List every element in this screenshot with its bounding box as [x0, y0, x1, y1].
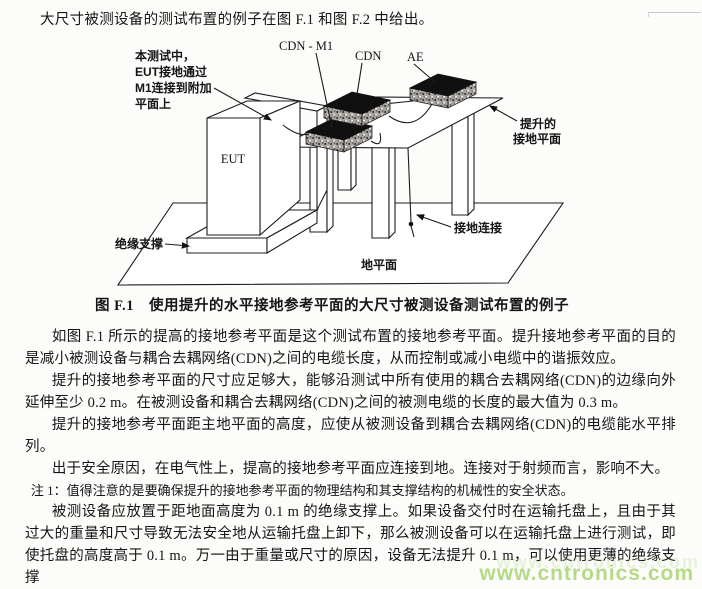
annotation-line3: M1连接到附加 [135, 80, 212, 95]
ground-connection-label: 接地连接 [454, 220, 502, 235]
ground-connection-wire [407, 147, 415, 238]
elevated-plane-label-line2: 接地平面 [513, 131, 561, 146]
annotation-note: 本测试中， EUT接地通过 M1连接到附加 平面上 [135, 48, 212, 111]
eut-label: EUT [221, 152, 246, 166]
cdn-label: CDN [355, 49, 381, 63]
annotation-line2: EUT接地通过 [135, 64, 207, 79]
ae-box [408, 73, 478, 109]
scanned-document-page: { "doc": { "intro": "大尺寸被测设备的测试布置的例子在图 F… [0, 10, 702, 589]
paragraph: 提升的接地参考平面的尺寸应足够大，能够沿测试中所有使用的耦合去耦网络(CDN)的… [25, 373, 676, 411]
ground-plane-label: 地平面 [361, 257, 397, 272]
paragraph: 被测设备应放置于距地面高度为 0.1 m 的绝缘支撑上。如果设备交付时在运输托盘… [25, 504, 676, 586]
note-1: 注 1：值得注意的是要确保提升的接地参考平面的物理结构和其支撑结构的机械性的安全… [30, 483, 574, 498]
annotation-line1: 本测试中， [135, 48, 195, 63]
ground-plane [116, 202, 565, 286]
annotation-line4: 平面上 [135, 96, 171, 111]
body-text: 如图 F.1 所示的提高的接地参考平面是这个测试布置的接地参考平面。提升接地参考… [25, 326, 676, 589]
figure-f1-diagram: EUT CDN - M1 CDN AE 提升的 接地平面 接地 [115, 40, 565, 286]
paragraph: 如图 F.1 所示的提高的接地参考平面是这个测试布置的接地参考平面。提升接地参考… [25, 329, 676, 367]
paragraph: 出于安全原因，在电气性上，提高的接地参考平面应连接到地。连接对于射频而言，影响不… [51, 461, 670, 477]
watermark: www.cntronics.com [479, 562, 694, 585]
figure-caption: 图 F.1 使用提升的水平接地参考平面的大尺寸被测设备测试布置的例子 [95, 298, 570, 314]
watermark-echo: www.cntronics.com [496, 552, 700, 572]
paragraph: 提升的接地参考平面距主地平面的高度，应使从被测设备到耦合去耦网络(CDN)的电缆… [25, 417, 676, 455]
cdn-m1-label: CDN - M1 [279, 40, 333, 53]
elevated-plane-label-line1: 提升的 [520, 116, 556, 131]
eut-box: EUT [206, 100, 301, 237]
ae-label: AE [407, 50, 424, 64]
scan-edge-artifact [648, 12, 701, 17]
insulating-support-label: 绝缘支撑 [115, 236, 163, 251]
leader-lines [164, 52, 518, 249]
cdn-box [322, 91, 392, 127]
intro-text: 大尺寸被测设备的测试布置的例子在图 F.1 和图 F.2 中给出。 [40, 12, 434, 28]
cables [282, 103, 433, 145]
